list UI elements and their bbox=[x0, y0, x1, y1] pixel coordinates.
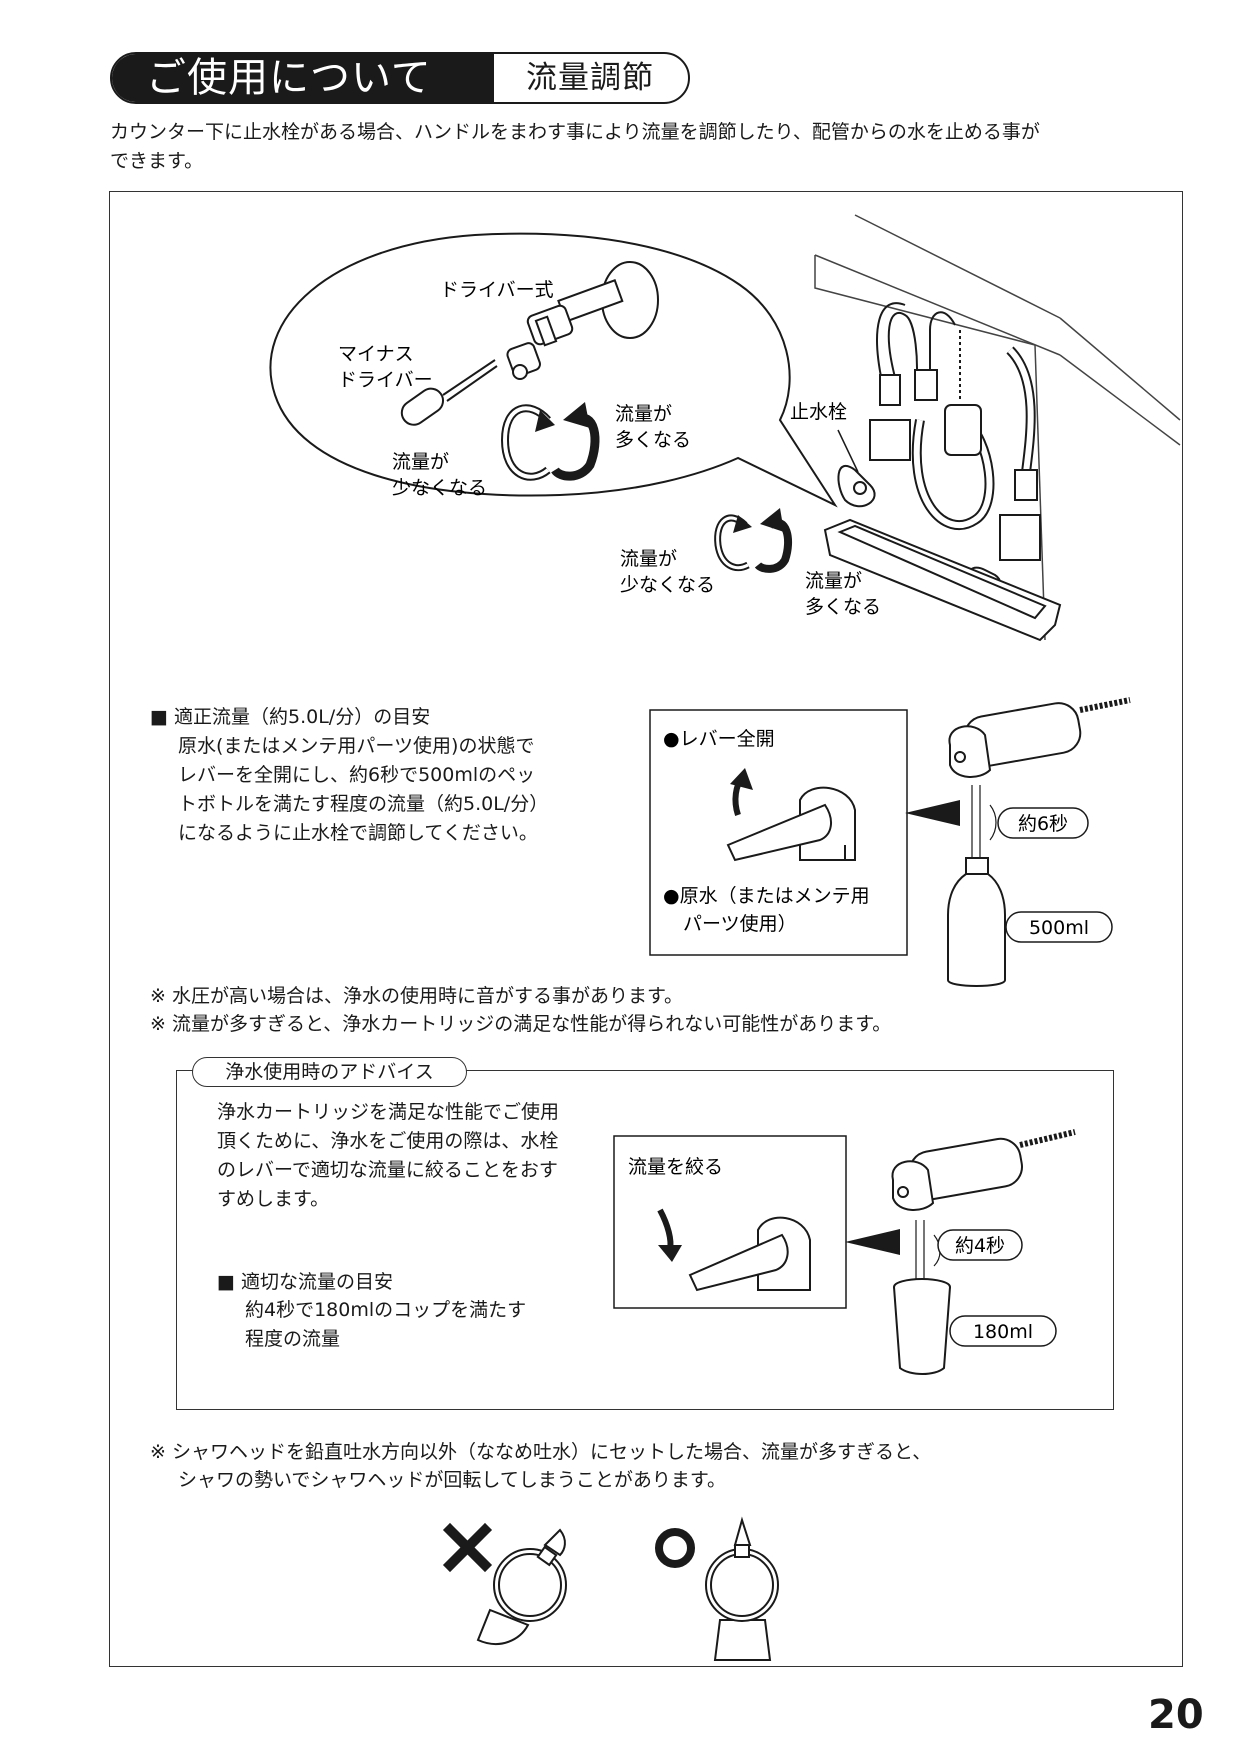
section-title: ご使用について bbox=[112, 54, 494, 102]
flow-guide-line-1: 原水(またはメンテ用パーツ使用)の状態で bbox=[178, 735, 535, 757]
more-flow-label-1: 流量が bbox=[615, 403, 672, 425]
raw-water-mode-label-2: パーツ使用） bbox=[683, 913, 797, 935]
raw-water-mode-label-1: ●原水（またはメンテ用 bbox=[663, 885, 870, 907]
shower-head-icon bbox=[948, 697, 1131, 778]
less-flow-label-outer-2: 少なくなる bbox=[620, 574, 715, 596]
intro-line-1: カウンター下に止水栓がある場合、ハンドルをまわす事により流量を調節したり、配管か… bbox=[110, 121, 1040, 143]
flow-guide-line-4: になるように止水栓で調節してください。 bbox=[178, 822, 538, 844]
screwdriver-icon bbox=[400, 359, 498, 426]
note-flow-too-high: ※ 流量が多すぎると、浄水カートリッジの満足な性能が得られない可能性があります。 bbox=[150, 1013, 892, 1035]
hoses-icon bbox=[869, 302, 1041, 561]
shower-note-line-1: ※ シャワヘッドを鉛直吐水方向以外（ななめ吐水）にセットした場合、流量が多すぎる… bbox=[150, 1441, 932, 1463]
volume-badge-text: 500ml bbox=[1029, 917, 1089, 939]
less-flow-label-1: 流量が bbox=[392, 451, 449, 473]
more-flow-label-2: 多くなる bbox=[615, 429, 691, 451]
flow-guide-body: 原水(またはメンテ用パーツ使用)の状態で レバーを全開にし、約6秒で500mlの… bbox=[178, 732, 598, 848]
less-flow-label-2: 少なくなる bbox=[392, 477, 487, 499]
advice-guide-line-1: 約4秒で180mlのコップを満たす bbox=[245, 1299, 527, 1321]
cabinet-lines-icon bbox=[814, 214, 1181, 641]
minus-driver-label-1: マイナス bbox=[338, 343, 414, 365]
vertical-shower-head-icon bbox=[705, 1516, 779, 1661]
more-flow-label-outer-1: 流量が bbox=[805, 570, 862, 592]
intro-text: カウンター下に止水栓がある場合、ハンドルをまわす事により流量を調節したり、配管か… bbox=[110, 118, 1130, 176]
advice-title: 浄水使用時のアドバイス bbox=[192, 1057, 467, 1087]
lever-icon bbox=[726, 786, 856, 862]
driver-type-label: ドライバー式 bbox=[440, 279, 554, 301]
note-water-pressure: ※ 水圧が高い場合は、浄水の使用時に音がする事があります。 bbox=[150, 985, 684, 1007]
volume-badge bbox=[949, 1315, 1057, 1347]
advice-guide-body: 約4秒で180mlのコップを満たす 程度の流量 bbox=[245, 1296, 605, 1354]
advice-line-1: 浄水カートリッジを満足な性能でご使用 bbox=[217, 1101, 560, 1123]
advice-line-3: のレバーで適切な流量に絞ることをおす bbox=[217, 1159, 558, 1181]
time-badge-text: 約6秒 bbox=[1018, 813, 1068, 835]
section-header: ご使用について 流量調節 bbox=[110, 52, 690, 104]
pointer-arrow-icon bbox=[905, 800, 960, 826]
flow-guide-line-2: レバーを全開にし、約6秒で500mlのペッ bbox=[178, 764, 536, 786]
volume-badge-text: 180ml bbox=[973, 1321, 1033, 1343]
stop-valve-leader bbox=[837, 429, 859, 473]
circle-mark-icon bbox=[655, 1528, 695, 1568]
rotate-arrows-icon bbox=[500, 402, 600, 481]
rotate-arrows-icon bbox=[714, 508, 792, 573]
cup-icon bbox=[893, 1278, 951, 1375]
time-badge bbox=[997, 807, 1089, 839]
bottle-icon bbox=[947, 857, 1006, 987]
advice-frame bbox=[176, 1070, 1114, 1410]
advice-guide-line-2: 程度の流量 bbox=[245, 1328, 341, 1350]
driver-type-valve-icon bbox=[506, 261, 659, 380]
minus-driver-label-2: ドライバー bbox=[338, 369, 433, 391]
time-badge bbox=[937, 1229, 1023, 1261]
volume-badge bbox=[1005, 911, 1113, 943]
shower-head-icon bbox=[891, 1129, 1076, 1211]
speech-bubble bbox=[269, 232, 838, 508]
cross-mark-icon bbox=[442, 1522, 493, 1573]
arrow-down-icon bbox=[657, 1208, 682, 1262]
section-subtitle: 流量調節 bbox=[526, 60, 654, 96]
pointer-arrow-icon bbox=[845, 1229, 900, 1255]
main-content-frame bbox=[109, 191, 1183, 1667]
flow-guide-line-3: トボトルを満たす程度の流量（約5.0L/分） bbox=[178, 793, 549, 815]
stop-valve-label: 止水栓 bbox=[790, 401, 847, 423]
time-badge-text: 約4秒 bbox=[955, 1235, 1005, 1257]
tilted-shower-head-icon bbox=[476, 1528, 567, 1645]
shower-note-line-2: シャワの勢いでシャワヘッドが回転してしまうことがあります。 bbox=[178, 1469, 726, 1491]
arrow-up-icon bbox=[730, 768, 753, 816]
reduce-flow-label: 流量を絞る bbox=[628, 1156, 723, 1178]
advice-line-2: 頂くために、浄水をご使用の際は、水栓 bbox=[217, 1130, 559, 1152]
lever-full-open-label: ●レバー全開 bbox=[663, 728, 775, 750]
advice-line-4: すめします。 bbox=[217, 1188, 330, 1210]
advice-body: 浄水カートリッジを満足な性能でご使用 頂くために、浄水をご使用の際は、水栓 のレ… bbox=[217, 1098, 612, 1214]
advice-guide-heading: ■ 適切な流量の目安 bbox=[217, 1271, 393, 1293]
flow-guide-heading: ■ 適正流量（約5.0L/分）の目安 bbox=[150, 706, 431, 728]
tray-icon bbox=[823, 518, 1062, 642]
less-flow-label-outer-1: 流量が bbox=[620, 548, 677, 570]
lever-icon bbox=[688, 1216, 811, 1292]
intro-line-2: できます。 bbox=[110, 150, 204, 172]
page-number: 20 bbox=[1148, 1692, 1204, 1738]
water-stream-icon bbox=[971, 785, 997, 860]
more-flow-label-outer-2: 多くなる bbox=[805, 596, 881, 618]
